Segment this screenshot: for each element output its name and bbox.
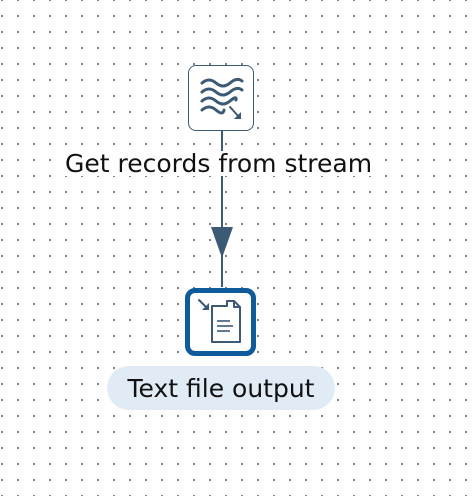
step-get-records-from-stream[interactable] bbox=[188, 65, 254, 131]
step-label-text: Text file output bbox=[127, 373, 315, 403]
hop-arrowhead-icon bbox=[211, 227, 233, 258]
stream-input-icon bbox=[198, 73, 244, 123]
text-file-output-icon bbox=[196, 297, 246, 347]
step-label-get-records-from-stream[interactable]: Get records from stream bbox=[64, 149, 374, 178]
step-label-text-file-output[interactable]: Text file output bbox=[107, 366, 335, 410]
step-text-file-output[interactable] bbox=[185, 288, 256, 356]
